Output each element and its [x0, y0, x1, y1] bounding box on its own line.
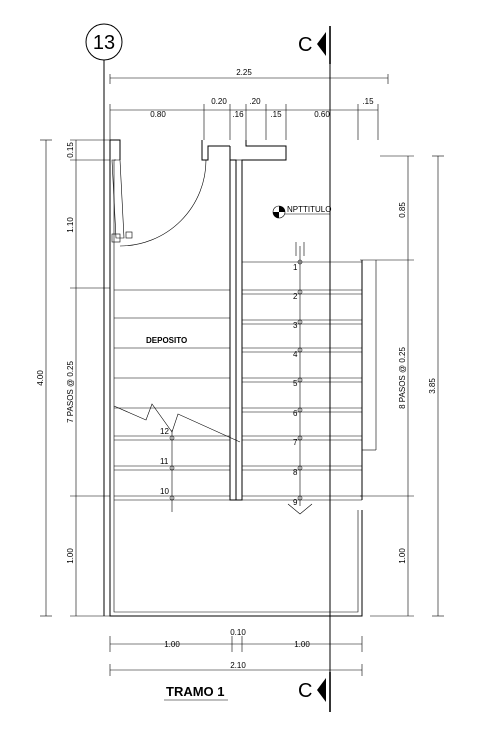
svg-text:7: 7 — [293, 438, 298, 447]
section-cut-bottom: C — [298, 672, 331, 712]
svg-text:0.10: 0.10 — [230, 628, 246, 637]
svg-text:0.80: 0.80 — [150, 110, 166, 119]
svg-text:3: 3 — [293, 321, 298, 330]
section-cut-label-top: C — [298, 34, 312, 56]
svg-text:8: 8 — [293, 468, 298, 477]
step-4: 4 — [293, 347, 303, 359]
step-10: 10 — [160, 487, 175, 501]
svg-text:5: 5 — [293, 379, 298, 388]
svg-text:0.15: 0.15 — [66, 142, 75, 158]
svg-text:1.10: 1.10 — [66, 217, 75, 233]
step-6: 6 — [293, 407, 303, 418]
dim-bottom-total: 2.10 — [109, 661, 363, 676]
svg-text:2.10: 2.10 — [230, 661, 246, 670]
step-8: 8 — [293, 465, 303, 477]
svg-text:10: 10 — [160, 487, 169, 496]
svg-text:.20: .20 — [249, 97, 261, 106]
step-2: 2 — [293, 289, 303, 301]
svg-text:.15: .15 — [270, 110, 282, 119]
break-line — [113, 403, 241, 443]
step-7: 7 — [293, 435, 303, 447]
svg-text:4.00: 4.00 — [36, 370, 45, 386]
right-step-numbers: 1 2 3 4 5 6 7 8 9 — [293, 259, 303, 507]
svg-text:2.25: 2.25 — [236, 68, 252, 77]
dim-top-total: 2.25 — [109, 68, 389, 84]
level-label: NPTTITULO — [287, 205, 331, 214]
svg-text:0.60: 0.60 — [314, 110, 330, 119]
svg-text:3.85: 3.85 — [428, 378, 437, 394]
dim-left-partials: 0.15 1.10 7 PASOS @ 0.25 1.00 — [66, 139, 110, 617]
step-12: 12 — [160, 427, 175, 441]
svg-text:1.00: 1.00 — [294, 640, 310, 649]
svg-text:4: 4 — [293, 350, 298, 359]
svg-text:1: 1 — [293, 263, 298, 272]
svg-text:1.00: 1.00 — [164, 640, 180, 649]
svg-text:7 PASOS @ 0.25: 7 PASOS @ 0.25 — [66, 361, 75, 423]
section-arrow-icon — [317, 32, 326, 56]
section-arrow-icon — [317, 678, 326, 702]
section-marker-number: 13 — [93, 32, 115, 54]
section-cut-label-bottom: C — [298, 680, 312, 702]
dim-top-partials: 0.80 0.20 .16 .20 .15 0.60 .15 — [109, 97, 379, 140]
svg-text:.15: .15 — [362, 97, 374, 106]
section-marker: 13 — [85, 23, 123, 61]
dim-left-total: 4.00 — [36, 139, 52, 617]
left-step-numbers: 12 11 10 — [160, 427, 175, 501]
drawing-title: TRAMO 1 — [166, 684, 225, 699]
svg-text:1.00: 1.00 — [398, 548, 407, 564]
svg-text:.16: .16 — [232, 110, 244, 119]
dim-right-partials: 0.85 8 PASOS @ 0.25 1.00 — [360, 155, 414, 617]
svg-text:8 PASOS @ 0.25: 8 PASOS @ 0.25 — [398, 347, 407, 409]
svg-text:2: 2 — [293, 292, 298, 301]
level-symbol: NPTTITULO — [272, 205, 331, 219]
svg-text:11: 11 — [160, 457, 169, 466]
svg-text:6: 6 — [293, 409, 298, 418]
step-3: 3 — [293, 319, 303, 330]
svg-text:1.00: 1.00 — [66, 548, 75, 564]
step-11: 11 — [160, 457, 175, 471]
step-1: 1 — [293, 259, 303, 272]
svg-text:12: 12 — [160, 427, 169, 436]
right-treads — [242, 242, 362, 515]
svg-text:0.85: 0.85 — [398, 202, 407, 218]
step-9: 9 — [293, 495, 303, 507]
step-5: 5 — [293, 377, 303, 388]
left-treads — [114, 289, 230, 512]
section-cut-top: C — [298, 26, 331, 64]
room-label: DEPOSITO — [146, 336, 187, 345]
door — [111, 159, 207, 247]
svg-text:9: 9 — [293, 498, 298, 507]
dim-bottom-partials: 1.00 0.10 1.00 — [109, 628, 363, 652]
dim-right-total: 3.85 — [428, 155, 444, 617]
svg-text:0.20: 0.20 — [211, 97, 227, 106]
